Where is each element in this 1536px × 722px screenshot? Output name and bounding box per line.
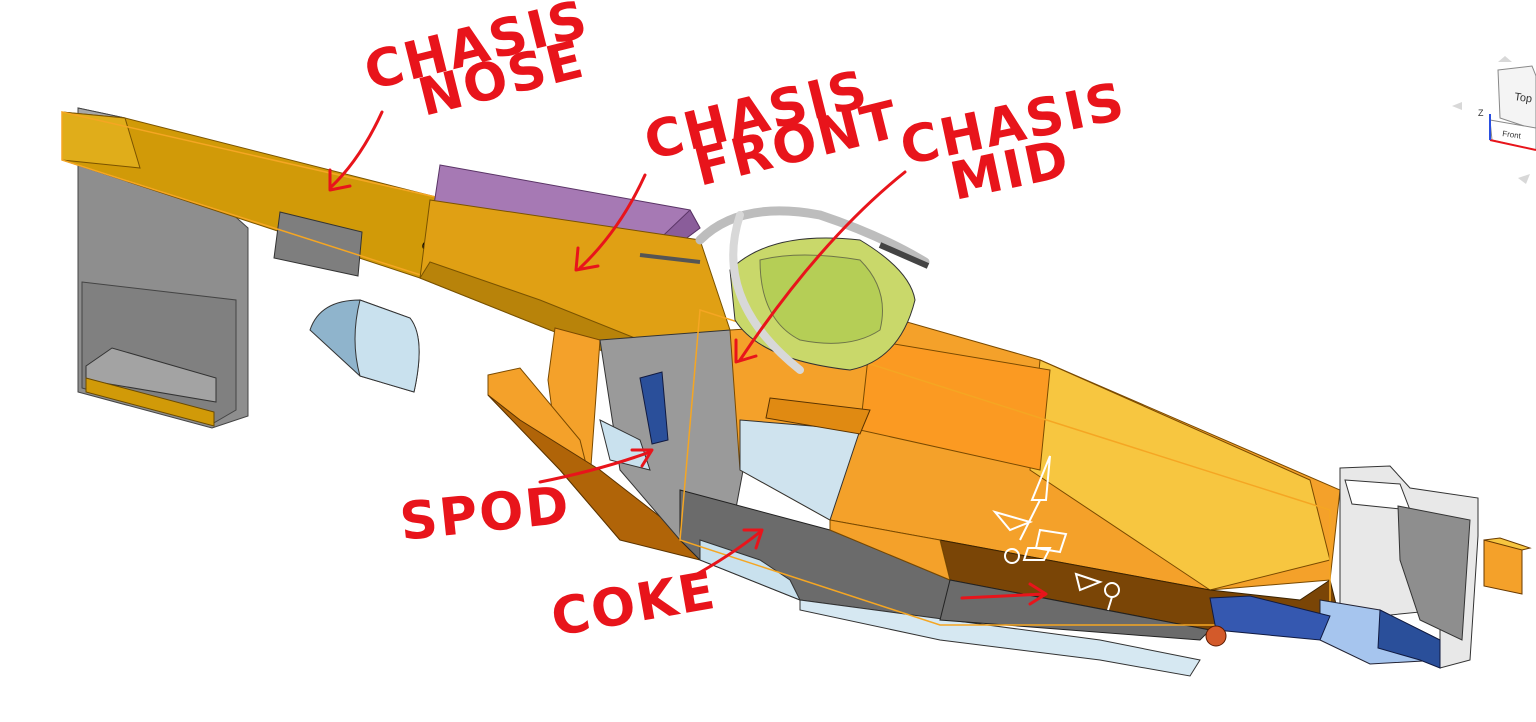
view-cube-front-label[interactable]: Front	[1502, 129, 1523, 141]
label-chasis-front: CHASIS FRONT	[639, 59, 906, 198]
view-cube-top-label[interactable]: Top	[1514, 91, 1533, 105]
rear-gearbox[interactable]	[1205, 465, 1532, 669]
view-cube[interactable]: Top Front Z	[1452, 56, 1536, 184]
front-wing[interactable]	[77, 107, 249, 429]
label-chasis-nose: CHASIS NOSE	[359, 0, 595, 129]
annotation-arrows	[328, 110, 1048, 606]
view-cube-rotate-left-icon[interactable]	[1452, 102, 1462, 110]
label-spod: SPOD	[397, 475, 573, 553]
label-coke: COKE	[547, 561, 721, 649]
cockpit-canopy[interactable]	[639, 206, 930, 374]
sketch-gizmo	[992, 455, 1120, 611]
view-cube-z-label: Z	[1478, 108, 1484, 118]
view-cube-rotate-down-icon[interactable]	[1518, 174, 1530, 184]
view-cube-rotate-up-icon[interactable]	[1498, 56, 1512, 62]
label-chasis-mid: CHASIS MID	[895, 72, 1131, 213]
front-sensor-pod[interactable]	[309, 299, 420, 393]
